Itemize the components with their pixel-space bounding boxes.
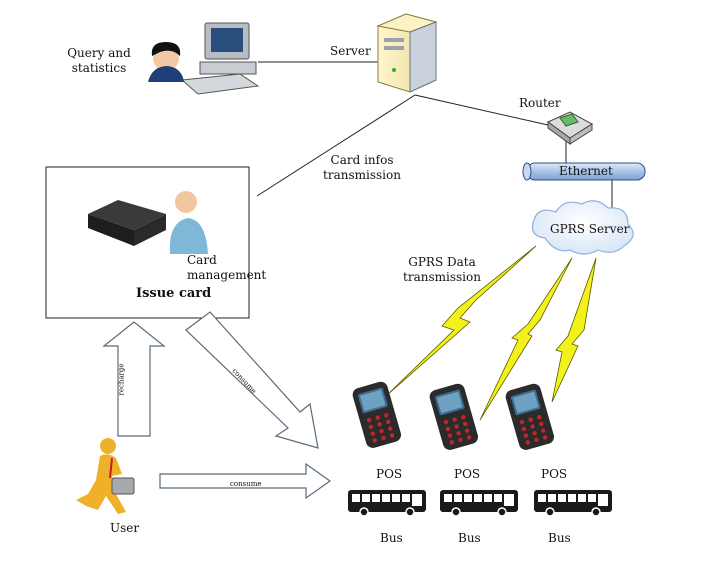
server-label: Server bbox=[330, 44, 371, 58]
pos-label: POS bbox=[454, 467, 481, 481]
gprs-data-label: GPRS Data transmission bbox=[403, 255, 481, 284]
gprs-lightning bbox=[385, 245, 597, 421]
recharge-arrow bbox=[102, 321, 166, 437]
bus-icon bbox=[347, 489, 427, 517]
bus-label: Bus bbox=[458, 531, 481, 545]
ethernet-pipe bbox=[522, 162, 646, 181]
operator-icon bbox=[169, 191, 208, 254]
person-at-computer-icon bbox=[148, 22, 260, 95]
bus-icon bbox=[439, 489, 519, 517]
bus-label: Bus bbox=[548, 531, 571, 545]
ethernet-label: Ethernet bbox=[559, 164, 613, 178]
server-tower-icon bbox=[376, 13, 438, 93]
card-reader-icon bbox=[88, 200, 166, 246]
pos-terminal-icon bbox=[428, 382, 480, 452]
walking-user-icon bbox=[76, 438, 135, 514]
user-label: User bbox=[110, 521, 140, 535]
router-icon bbox=[547, 111, 593, 145]
query-statistics-label: Query and statistics bbox=[67, 46, 131, 75]
recharge-arrow-label: recharge bbox=[117, 363, 126, 396]
bus-icon bbox=[533, 489, 613, 517]
consume-horizontal-arrow bbox=[159, 462, 332, 500]
pos-label: POS bbox=[376, 467, 403, 481]
pos-label: POS bbox=[541, 467, 568, 481]
cloud-icon bbox=[531, 200, 634, 255]
card-management-label: Card management bbox=[187, 253, 267, 282]
gprs-server-label: GPRS Server bbox=[550, 222, 630, 236]
card-infos-label: Card infos transmission bbox=[323, 153, 401, 182]
issue-card-box bbox=[45, 166, 250, 319]
pos-terminal-icon bbox=[351, 380, 403, 450]
issue-card-label: Issue card bbox=[136, 286, 212, 301]
pos-terminal-icon bbox=[504, 382, 556, 452]
server-issuecard-line bbox=[256, 94, 416, 197]
consume-horizontal-label: consume bbox=[230, 480, 262, 488]
bus-label: Bus bbox=[380, 531, 403, 545]
server-router-line bbox=[414, 94, 549, 126]
router-label: Router bbox=[519, 96, 561, 110]
consume-diagonal-arrow bbox=[185, 311, 319, 449]
